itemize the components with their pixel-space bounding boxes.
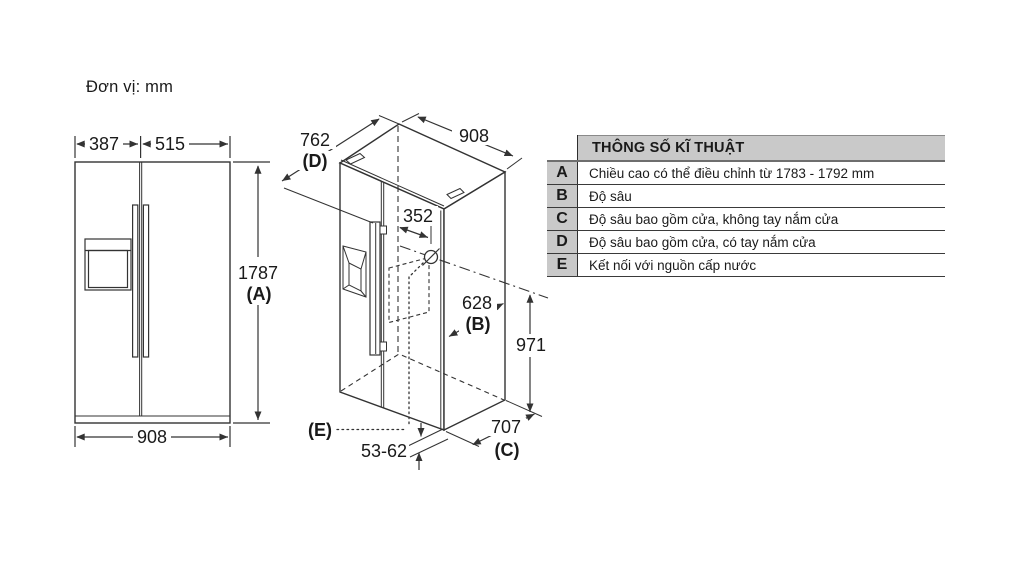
row-key: D	[547, 231, 578, 253]
dim-water-ref-label: (E)	[308, 420, 332, 440]
table-row: B Độ sâu	[547, 185, 945, 208]
front-face	[339, 161, 445, 432]
table-row: E Kết nối với nguồn cấp nước	[547, 254, 945, 277]
perspective-handle	[369, 221, 387, 356]
spec-table-header-spacer	[547, 135, 578, 160]
dim-width-right-label: 515	[155, 134, 185, 154]
dim-depth-door-ref-label: (C)	[495, 440, 520, 460]
water-connection-symbol	[422, 248, 440, 266]
dim-depth-handle-ref-label: (D)	[303, 151, 328, 171]
row-key: B	[547, 185, 578, 207]
dim-depth-handle-label: 762	[300, 130, 330, 150]
row-desc: Chiều cao có thể điều chỉnh từ 1783 - 17…	[578, 162, 945, 184]
dim-width-bottom-label: 908	[137, 427, 167, 447]
front-handle-right	[142, 204, 150, 358]
table-row: C Độ sâu bao gồm cửa, không tay nắm cửa	[547, 208, 945, 231]
fridge-front-view: 387 515 1787 (A) 908	[74, 134, 283, 447]
front-dispenser	[84, 238, 132, 291]
fridge-perspective-view: 762 (D) 908 352 628 (B) 971 707 (C) 53-6…	[281, 113, 550, 470]
dim-depth-body-label: 628	[462, 293, 492, 313]
dim-depth-body-ref-label: (B)	[466, 314, 491, 334]
perspective-dim-lines	[281, 113, 543, 470]
perspective-dispenser	[342, 245, 367, 298]
row-key: A	[547, 162, 578, 184]
hidden-tank-outline	[388, 256, 430, 324]
dim-body-height-label: 971	[516, 335, 546, 355]
row-desc: Độ sâu bao gồm cửa, không tay nắm cửa	[578, 208, 945, 230]
dim-persp-width-label: 908	[459, 126, 489, 146]
spec-table-header: THÔNG SỐ KĨ THUẬT	[547, 135, 945, 162]
dim-width-left-label: 387	[89, 134, 119, 154]
row-key: E	[547, 254, 578, 276]
water-line-dotted	[336, 262, 424, 431]
dim-clearance-label: 53-62	[361, 441, 407, 461]
dim-depth-door-label: 707	[491, 417, 521, 437]
table-row: D Độ sâu bao gồm cửa, có tay nắm cửa	[547, 231, 945, 254]
front-body	[74, 161, 231, 424]
table-row: A Chiều cao có thể điều chỉnh từ 1783 - …	[547, 162, 945, 185]
dim-height-label: 1787	[238, 263, 278, 283]
spec-table-title: THÔNG SỐ KĨ THUẬT	[578, 135, 945, 160]
unit-label: Đơn vị: mm	[86, 78, 174, 96]
dim-height-ref-label: (A)	[247, 284, 272, 304]
spec-table: THÔNG SỐ KĨ THUẬT A Chiều cao có thể điề…	[547, 135, 945, 277]
row-desc: Độ sâu bao gồm cửa, có tay nắm cửa	[578, 231, 945, 253]
dim-water-offset-label: 352	[403, 206, 433, 226]
row-key: C	[547, 208, 578, 230]
row-desc: Kết nối với nguồn cấp nước	[578, 254, 945, 276]
front-handle-left	[132, 204, 139, 358]
hinge-right	[446, 187, 465, 200]
row-desc: Độ sâu	[578, 185, 945, 207]
